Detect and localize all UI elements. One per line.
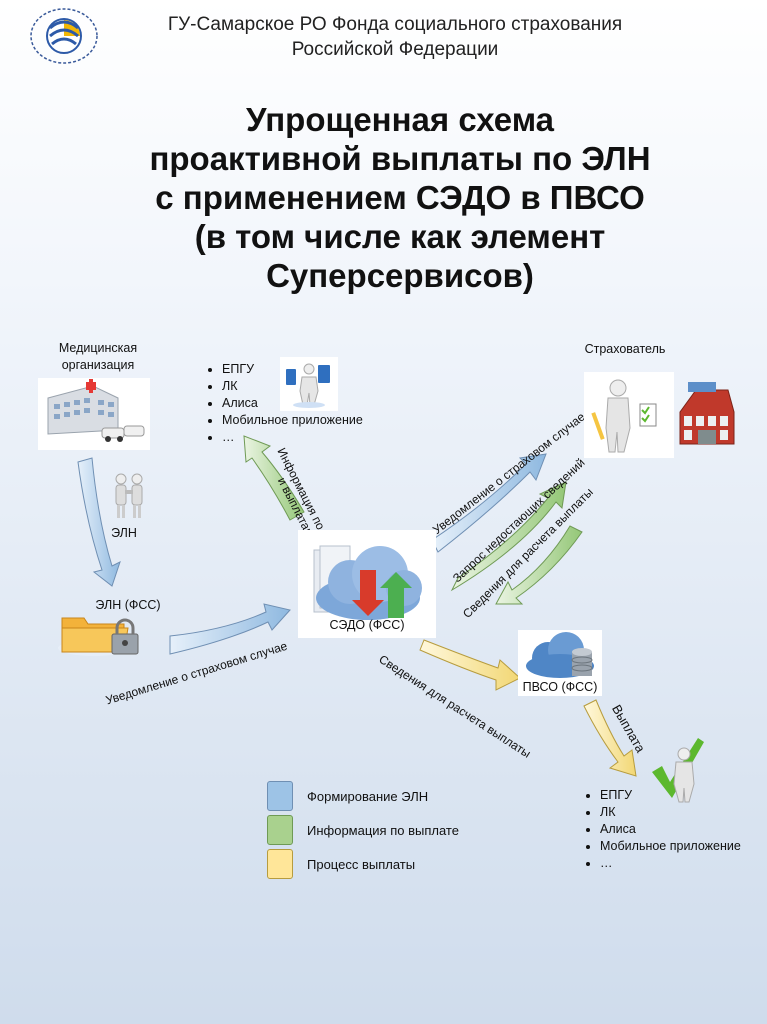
arrow-eln-to-sedo: [169, 603, 291, 655]
portal-icon: [280, 357, 338, 411]
legend-item-payment-info: Информация по выплате: [267, 815, 527, 845]
legend-label: Информация по выплате: [307, 822, 459, 838]
insurer-label: Страхователь: [584, 342, 666, 356]
list-item: Алиса: [222, 395, 422, 412]
legend-item-eln: Формирование ЭЛН: [267, 781, 527, 811]
arrow-pvso-to-recipient: [583, 699, 637, 777]
insurer-icon: [584, 372, 740, 458]
org-line-1: ГУ-Самарское РО Фонда социального страхо…: [167, 14, 623, 35]
list-item: …: [600, 855, 767, 872]
org-line-2: Российской Федерации: [291, 39, 499, 60]
list-item: ЕПГУ: [222, 361, 422, 378]
sedo-label: СЭДО (ФСС): [329, 618, 405, 632]
legend-label: Процесс выплаты: [307, 856, 416, 872]
list-item: Алиса: [600, 821, 767, 838]
arrow-sedo-to-insurer: [431, 453, 547, 553]
secure-folder-icon: [54, 598, 162, 658]
sedo-node: СЭДО (ФСС): [298, 530, 436, 638]
pvso-label: ПВСО (ФСС): [522, 680, 598, 694]
title-line-2: проактивной выплаты по ЭЛН: [149, 140, 651, 177]
sedo-cloud-icon: [313, 545, 422, 620]
title-line-5: Суперсервисов): [266, 257, 534, 294]
title-line-1: Упрощенная схема: [245, 101, 555, 138]
hospital-icon: [38, 378, 150, 450]
list-item: …: [222, 429, 422, 446]
pvso-node: ПВСО (ФСС): [518, 630, 602, 696]
list-item: ЛК: [222, 378, 422, 395]
organization-name: ГУ-Самарское РО Фонда социального страхо…: [95, 12, 695, 62]
list-item: ЛК: [600, 804, 767, 821]
legend-swatch-yellow: [267, 849, 293, 879]
list-item: Мобильное приложение: [222, 412, 422, 429]
eln-label: ЭЛН: [111, 526, 137, 540]
handshake-icon: [112, 472, 146, 520]
arrow-sedo-to-pvso: [419, 639, 521, 691]
legend-label: Формирование ЭЛН: [307, 788, 429, 804]
title-line-3: с применением СЭДО в ПВСО: [155, 179, 645, 216]
medical-org-line-1: Медицинская: [58, 341, 138, 355]
list-item: ЕПГУ: [600, 787, 767, 804]
medical-org-line-2: организация: [61, 358, 135, 372]
arrow-insurer-request: [450, 481, 567, 592]
arrow-insurer-calc: [495, 525, 583, 605]
legend-swatch-blue: [267, 781, 293, 811]
recipient-check-icon: [648, 734, 708, 804]
arrow-med-to-eln: [77, 457, 121, 587]
logo-icon: [28, 6, 100, 66]
recipient-channel-list: ЕПГУ ЛК Алиса Мобильное приложение …: [578, 787, 767, 872]
legend-item-payment-process: Процесс выплаты: [267, 849, 527, 879]
list-item: Мобильное приложение: [600, 838, 767, 855]
arrow-sedo-to-portal: [243, 435, 305, 521]
title-line-4: (в том числе как элемент: [194, 218, 606, 255]
medical-org-label: Медицинская организация: [28, 340, 168, 374]
eln-fss-label: ЭЛН (ФСС): [95, 598, 161, 612]
pvso-database-icon: [526, 632, 594, 678]
page-title: Упрощенная схема проактивной выплаты по …: [60, 100, 740, 295]
legend-swatch-green: [267, 815, 293, 845]
portal-channel-list: ЕПГУ ЛК Алиса Мобильное приложение …: [200, 361, 422, 446]
